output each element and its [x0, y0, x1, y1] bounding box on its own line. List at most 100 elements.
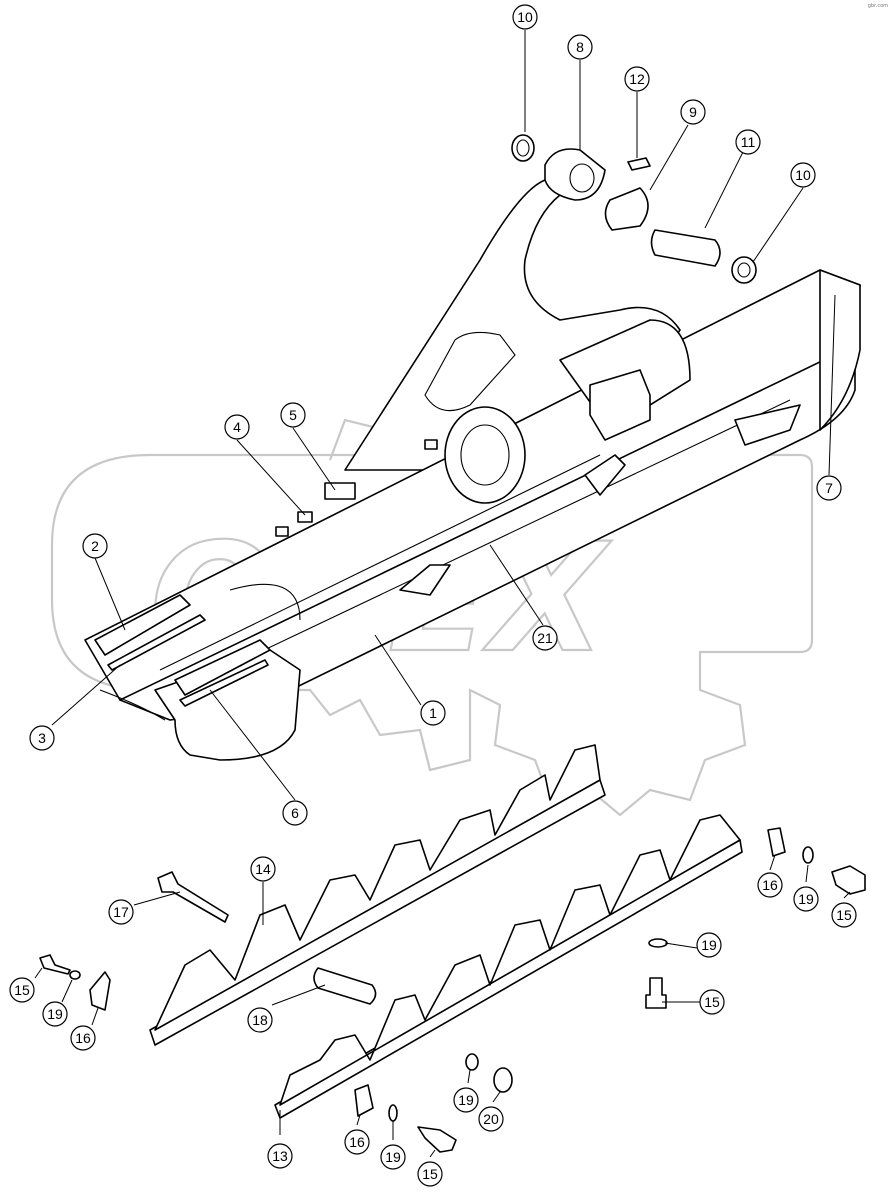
callout-20: 20	[478, 1106, 504, 1132]
callout-15: 15	[9, 977, 35, 1003]
svg-text:7: 7	[825, 480, 833, 496]
bolt-17	[157, 871, 229, 923]
callout-16: 16	[757, 872, 783, 898]
svg-text:4: 4	[233, 419, 241, 435]
pin-parts	[511, 134, 757, 284]
bushing-10-top-bore	[516, 139, 530, 157]
svg-text:19: 19	[798, 891, 814, 907]
corner-code: gbr.com	[867, 3, 888, 9]
washer-19-bottom-2	[388, 1104, 398, 1122]
svg-text:6: 6	[291, 805, 299, 821]
callout-21: 21	[532, 625, 558, 651]
callout-6: 6	[282, 800, 308, 826]
top-lug	[424, 439, 438, 450]
pin-11	[650, 229, 721, 267]
svg-text:15: 15	[704, 994, 720, 1010]
svg-text:1: 1	[429, 705, 437, 721]
lower-guard-loop	[99, 583, 301, 721]
callout-13: 13	[267, 1143, 293, 1169]
callout-15: 15	[417, 1161, 443, 1187]
svg-text:15: 15	[422, 1166, 438, 1182]
callout-11: 11	[735, 129, 761, 155]
callout-8: 8	[567, 34, 593, 60]
svg-text:10: 10	[795, 167, 811, 183]
block-4	[297, 511, 313, 523]
callout-4: 4	[224, 414, 250, 440]
watermark-gear	[50, 453, 814, 817]
svg-text:5: 5	[289, 407, 297, 423]
svg-text:3: 3	[38, 730, 46, 746]
side-window-2	[584, 454, 626, 496]
swing-arm-window	[424, 331, 516, 412]
bolt-15-left	[39, 954, 71, 975]
rail-14-body	[154, 744, 601, 1031]
track-frame	[84, 179, 861, 761]
svg-text:2: 2	[91, 538, 99, 554]
svg-text:9: 9	[689, 104, 697, 120]
svg-text:10: 10	[517, 9, 533, 25]
end-bracket	[734, 404, 801, 446]
svg-text:15: 15	[14, 982, 30, 998]
svg-text:16: 16	[349, 1134, 365, 1150]
callout-14: 14	[250, 856, 276, 882]
callout-19: 19	[696, 932, 722, 958]
callout-19: 19	[380, 1144, 406, 1170]
rail-13-body	[279, 814, 741, 1106]
wear-strip-right	[179, 659, 269, 707]
svg-text:20: 20	[483, 1111, 499, 1127]
wear-strip-left	[107, 614, 206, 671]
svg-text:14: 14	[255, 861, 271, 877]
guard-rails	[149, 744, 743, 1119]
callout-17: 17	[108, 899, 134, 925]
small-block	[275, 526, 289, 537]
washer-19-left	[69, 970, 81, 980]
side-window	[399, 564, 451, 596]
bolt-15-mid	[645, 977, 667, 1009]
callout-16: 16	[70, 1025, 96, 1051]
washer-19-mid	[648, 938, 668, 948]
callout-15: 15	[699, 989, 725, 1015]
callout-19: 19	[793, 886, 819, 912]
pin-18	[313, 967, 377, 1005]
bushing-10-bottom-bore	[737, 262, 751, 278]
bushing-10-top	[511, 134, 535, 162]
grease-fitting-12	[627, 157, 651, 171]
svg-text:11: 11	[741, 134, 756, 150]
block-5	[324, 482, 356, 500]
svg-text:19: 19	[385, 1149, 401, 1165]
guard-plate-right	[174, 639, 271, 696]
svg-text:17: 17	[113, 904, 129, 920]
frame-rail-line-2	[179, 399, 791, 691]
clip-16-left	[89, 971, 111, 1011]
svg-text:19: 19	[458, 1092, 474, 1108]
mount-block	[589, 369, 651, 441]
callout-15: 15	[831, 902, 857, 928]
frame-end-plate	[819, 269, 861, 431]
callout-5: 5	[280, 402, 306, 428]
svg-text:21: 21	[537, 630, 553, 646]
clip-16-right	[767, 827, 786, 857]
hub-housing	[444, 406, 526, 504]
frame-side	[119, 344, 856, 721]
callout-18: 18	[247, 1007, 273, 1033]
svg-text:15: 15	[836, 907, 852, 923]
callout-3: 3	[29, 725, 55, 751]
arm-boss	[544, 148, 606, 201]
guard-plate-left	[94, 594, 191, 656]
svg-text:12: 12	[629, 71, 645, 87]
clip-16-bottom	[354, 1084, 374, 1117]
leader-lines	[34, 30, 851, 1158]
callout-1: 1	[420, 700, 446, 726]
svg-text:16: 16	[75, 1030, 91, 1046]
callout-10: 10	[790, 162, 816, 188]
hardware	[39, 827, 866, 1153]
frame-rail-line-1	[159, 454, 601, 671]
spacer-20	[493, 1067, 513, 1093]
svg-text:13: 13	[272, 1148, 288, 1164]
svg-text:18: 18	[252, 1012, 268, 1028]
callout-9: 9	[680, 99, 706, 125]
washer-19-right	[802, 846, 814, 864]
callouts: 10 8 12 9 11 10 7 4 5 2 21 1 3 6 14 17 1…	[9, 4, 857, 1187]
callout-2: 2	[82, 533, 108, 559]
